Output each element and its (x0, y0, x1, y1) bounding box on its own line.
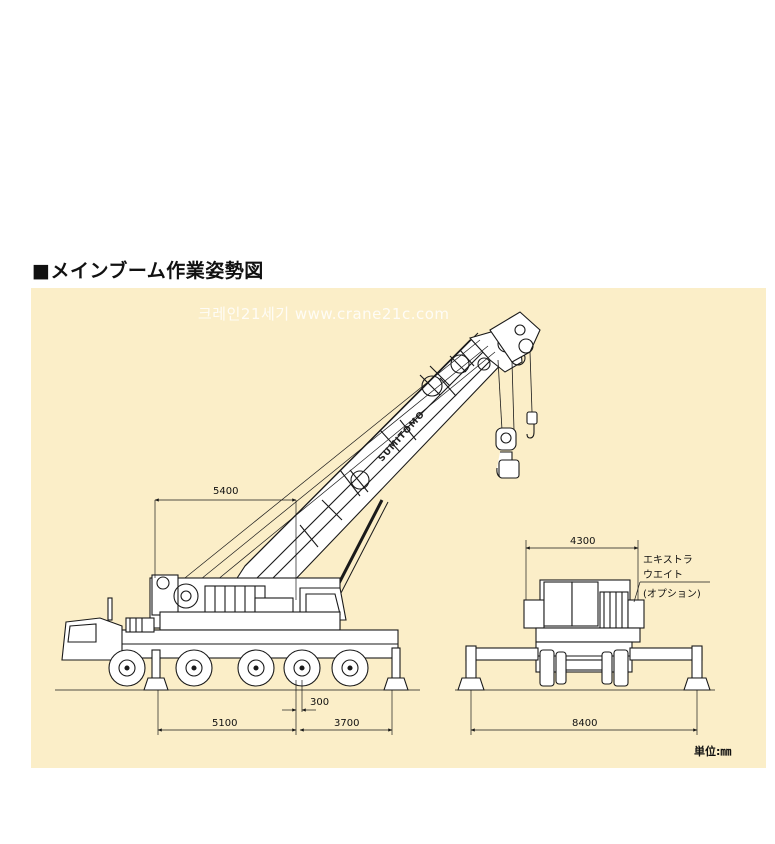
watermark-text: 크레인21세기 www.crane21c.com (198, 305, 450, 323)
side-dim-offset-label: 300 (310, 697, 329, 708)
main-boom (226, 311, 541, 593)
crane-rear-view (455, 540, 715, 735)
rear-upper-body (523, 579, 645, 643)
side-dim-bottom-right-label: 3700 (334, 718, 359, 729)
rear-carrier-frame (535, 641, 633, 687)
extra-weight-label-line2: ウエイト (643, 569, 683, 581)
unit-label: 単位:㎜ (694, 744, 731, 758)
rear-dim-bottom-label: 8400 (572, 718, 597, 729)
side-dim-top-label: 5400 (213, 486, 238, 497)
side-outrigger-jacks (143, 647, 409, 691)
rear-dim-top-label: 4300 (570, 536, 595, 547)
main-hook (495, 359, 520, 479)
rear-dimension-lines (470, 540, 710, 735)
crane-side-view (55, 311, 541, 735)
boom-wire (169, 339, 481, 591)
side-dim-bottom-left-label: 5100 (212, 718, 237, 729)
extra-weight-label-line1: エキストラ (643, 554, 693, 566)
extra-weight-label-line3: (オプション) (643, 588, 701, 600)
rear-outrigger-beams (457, 645, 711, 691)
auxiliary-hook (526, 351, 538, 439)
diagram-title: ■メインブーム作業姿勢図 (32, 260, 264, 282)
extra-weight-leader (633, 581, 641, 603)
side-dimension-lines (154, 498, 393, 735)
superstructure (149, 574, 347, 631)
